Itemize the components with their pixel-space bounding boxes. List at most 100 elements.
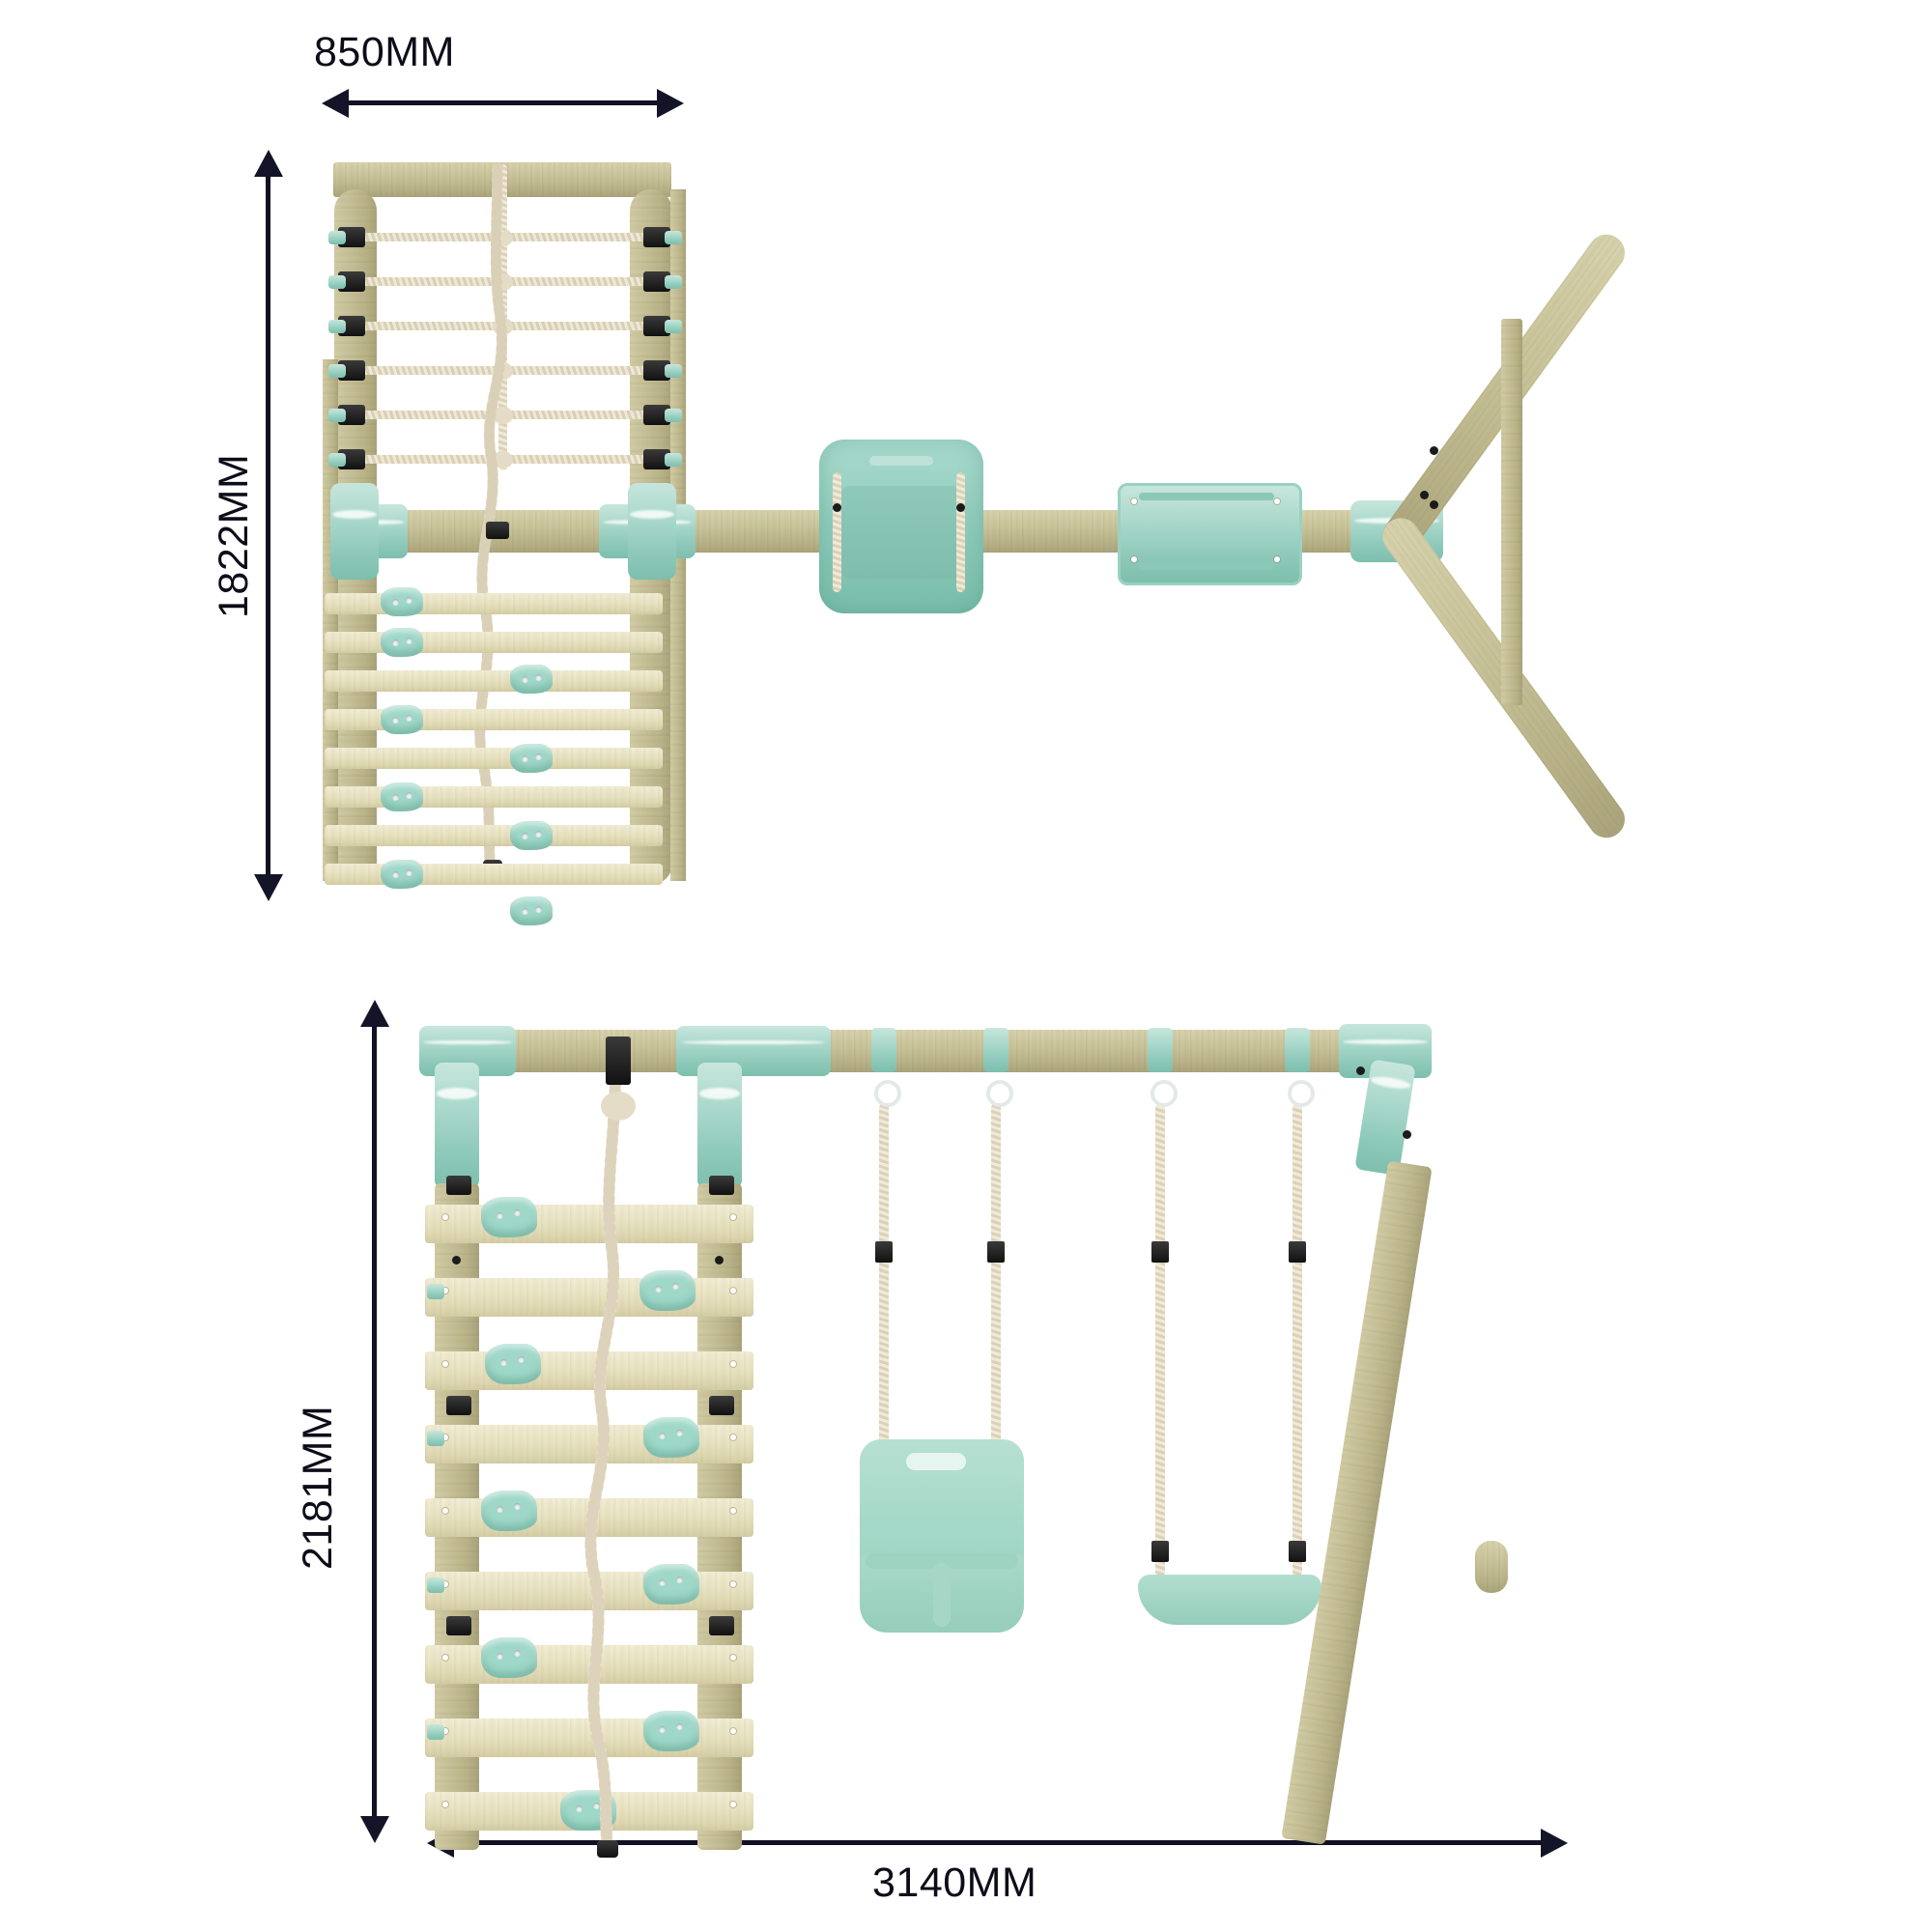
- net-mount-tab: [328, 275, 346, 289]
- rope-adjuster-icon: [1151, 1541, 1169, 1562]
- climbing-rope-front: [584, 1072, 621, 1851]
- rope-clamp-icon: [643, 227, 670, 247]
- rope-clamp-icon: [446, 1396, 471, 1415]
- rope-top-bracket-icon: [606, 1037, 631, 1085]
- climbing-hold-icon: [485, 1344, 541, 1384]
- tower-post-left-top-front: [435, 1063, 479, 1188]
- rope-clamp-icon: [643, 360, 670, 381]
- rope-clamp-icon: [486, 522, 509, 539]
- a-frame-leg-front: [1281, 1160, 1433, 1845]
- wall-slat: [325, 593, 663, 614]
- rope-clamp-icon: [709, 1176, 734, 1195]
- baby-swing-rope-left: [879, 1103, 889, 1451]
- rope-adjuster-icon: [1151, 1241, 1169, 1263]
- swing-hanger-bracket: [1285, 1028, 1310, 1072]
- rope-adjuster-icon: [1289, 1241, 1306, 1263]
- climbing-hold-icon: [381, 628, 423, 657]
- a-frame-cross-brace-plan: [1501, 319, 1522, 705]
- seat-handle-slot: [869, 456, 933, 466]
- climbing-hold-icon: [643, 1564, 699, 1605]
- climbing-hold-icon: [510, 821, 553, 850]
- arrowhead-up-2181mm: [360, 1000, 389, 1027]
- rope-clamp-icon: [643, 449, 670, 469]
- rope-adjuster-icon: [987, 1241, 1005, 1263]
- rope-end-cap-icon: [597, 1840, 618, 1858]
- dimension-label-1822mm: 1822MM: [211, 453, 257, 618]
- tower-t-connector-right: [628, 483, 676, 580]
- wall-slat: [325, 864, 663, 885]
- climbing-hold-icon: [643, 1711, 699, 1751]
- flat-seat-front: [1138, 1575, 1321, 1625]
- net-mount-tab: [328, 320, 346, 333]
- seat-rope: [833, 472, 841, 592]
- dimension-line-850mm: [333, 100, 662, 105]
- rope-eye-ring: [1151, 1080, 1178, 1107]
- top-view: 850MM 1822MM: [0, 0, 1932, 925]
- net-knot: [493, 407, 513, 424]
- climbing-hold-icon: [381, 860, 423, 889]
- flat-seat-plan: [1118, 483, 1302, 585]
- climbing-hold-icon: [643, 1417, 699, 1458]
- rope-clamp-icon: [709, 1616, 734, 1635]
- arrowhead-up-1822mm: [254, 150, 283, 177]
- top-beam-front: [425, 1030, 1430, 1072]
- rope-knot: [601, 1092, 636, 1121]
- swing-hanger-bracket: [1148, 1028, 1173, 1072]
- net-mount-tab: [665, 409, 682, 422]
- climbing-hold-icon: [481, 1491, 537, 1531]
- wall-slat: [325, 825, 663, 846]
- dimension-label-2181mm: 2181MM: [295, 1405, 341, 1570]
- net-mount-tab: [665, 320, 682, 333]
- climbing-wall-front: [425, 1176, 753, 1850]
- flat-swing-rope-left: [1155, 1103, 1165, 1577]
- climbing-hold-icon: [381, 587, 423, 616]
- climbing-hold-icon: [481, 1197, 537, 1237]
- net-mount-tab: [665, 231, 682, 244]
- arrowhead-left-850mm: [322, 89, 349, 118]
- baby-seat-front: [860, 1439, 1024, 1633]
- dimension-line-2181mm: [372, 1024, 377, 1831]
- wall-slat: [325, 632, 663, 653]
- safety-divider: [933, 1563, 951, 1627]
- flat-swing-rope-right: [1293, 1103, 1302, 1577]
- climbing-hold-icon: [639, 1270, 696, 1311]
- net-mount-tab: [328, 231, 346, 244]
- wall-slat: [325, 709, 663, 730]
- rope-eye-ring: [1288, 1080, 1315, 1107]
- net-mount-tab: [427, 1431, 444, 1446]
- dimension-label-3140mm: 3140MM: [872, 1860, 1037, 1906]
- arrowhead-down-1822mm: [254, 874, 283, 901]
- rope-adjuster-icon: [875, 1241, 893, 1263]
- net-mount-tab: [328, 364, 346, 378]
- rope-clamp-icon: [709, 1396, 734, 1415]
- wall-slat: [425, 1351, 753, 1390]
- wall-slat: [425, 1205, 753, 1243]
- wall-slat: [325, 670, 663, 692]
- net-knot: [493, 451, 513, 469]
- climbing-hold-icon: [381, 782, 423, 811]
- rope-clamp-icon: [446, 1176, 471, 1195]
- climbing-hold-icon: [381, 705, 423, 734]
- climbing-hold-icon: [481, 1637, 537, 1678]
- net-mount-tab: [328, 453, 346, 467]
- tower-t-connector-left: [330, 483, 379, 580]
- rope-eye-ring: [874, 1080, 901, 1107]
- net-mount-tab: [665, 275, 682, 289]
- climbing-hold-icon: [510, 665, 553, 694]
- rope-clamp-icon: [643, 405, 670, 425]
- net-mount-tab: [427, 1724, 444, 1740]
- dimension-line-1822mm: [266, 174, 270, 889]
- net-mount-tab: [427, 1577, 444, 1593]
- swing-hanger-bracket: [871, 1028, 896, 1072]
- safety-bar: [866, 1553, 1018, 1569]
- leg-foot-block: [1475, 1541, 1508, 1593]
- rope-adjuster-icon: [1289, 1541, 1306, 1562]
- climbing-hold-icon: [510, 896, 553, 925]
- net-mount-tab: [427, 1284, 444, 1299]
- rope-eye-ring: [986, 1080, 1013, 1107]
- rope-clamp-icon: [446, 1616, 471, 1635]
- front-view: 2181MM 3140MM: [0, 966, 1932, 1932]
- seat-rope: [956, 472, 965, 592]
- climbing-wall-plan: [325, 587, 680, 925]
